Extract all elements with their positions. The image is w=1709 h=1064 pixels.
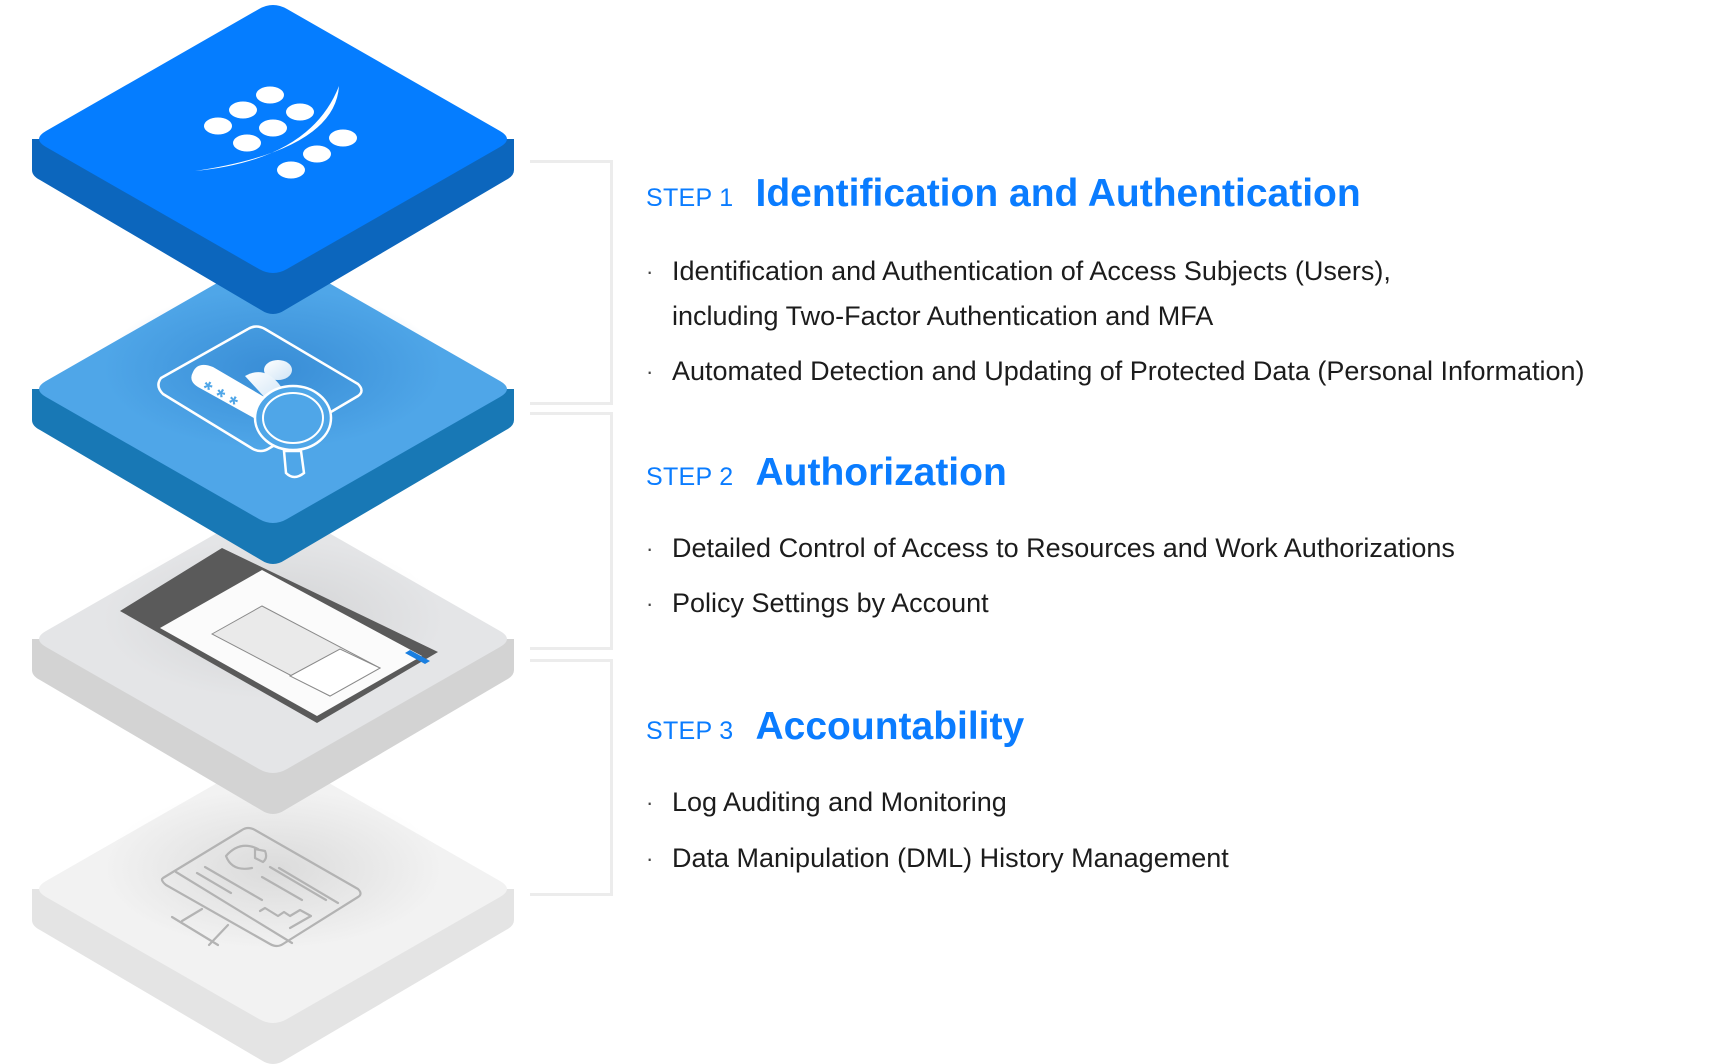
step-1-label: STEP 1 [646, 184, 734, 212]
step-3-bracket [530, 659, 613, 896]
text-lines [195, 865, 340, 905]
step-3: STEP 3 Accountability [646, 705, 1024, 749]
step-1-bracket [530, 160, 613, 405]
bullet-dot: · [646, 259, 654, 284]
logo-dot [229, 101, 257, 119]
authentication-layer: * * * [32, 255, 514, 564]
monitor-bezel-line [174, 870, 294, 945]
magnifier-handle [282, 449, 306, 479]
bullet-dot: · [646, 846, 654, 871]
accountability-layer [32, 755, 514, 1064]
step-2-title: Authorization [755, 451, 1007, 494]
screenshot-button [405, 650, 430, 664]
credential-search-icon: * * * [157, 325, 363, 479]
step-2-bracket [530, 412, 613, 650]
step-2-bullet-1: · Detailed Control of Access to Resources… [646, 526, 1455, 571]
logo-dot [329, 129, 357, 147]
logo-swoosh [195, 86, 339, 171]
step-1: STEP 1 Identification and Authentication [646, 172, 1361, 216]
monitor-report-icon [160, 826, 362, 948]
step-2-bullet-2: · Policy Settings by Account [646, 581, 989, 626]
brand-logo-layer [32, 5, 514, 314]
magnifier-lens [262, 392, 324, 444]
logo-dot [303, 145, 331, 163]
step-1-title: Identification and Authentication [755, 172, 1361, 215]
step-3-bullet-1: · Log Auditing and Monitoring [646, 780, 1007, 825]
authorization-layer [32, 505, 514, 814]
bullet-text-line: Log Auditing and Monitoring [672, 787, 1007, 817]
monitor-stand [170, 907, 230, 947]
logo-dot [286, 103, 314, 121]
logo-dot [259, 119, 287, 137]
layer-stack-illustration: * * * [32, 5, 514, 1064]
bullet-dot: · [646, 536, 654, 561]
dots-swoosh-logo-icon [195, 86, 357, 179]
layer-top-face [39, 5, 507, 273]
bar-chart [258, 906, 313, 930]
logo-dot [204, 117, 232, 135]
bullet-text-line: Data Manipulation (DML) History Manageme… [672, 843, 1229, 873]
credential-card [157, 325, 363, 453]
step-3-label: STEP 3 [646, 717, 734, 745]
magnifier-ring [253, 384, 333, 452]
bullet-text-line: Policy Settings by Account [672, 588, 989, 618]
logo-dot [277, 161, 305, 179]
bullet-text-line: including Two-Factor Authentication and … [672, 301, 1214, 331]
bullet-text-line: Detailed Control of Access to Resources … [672, 533, 1455, 563]
logo-dot [256, 86, 284, 104]
bullet-dot: · [646, 591, 654, 616]
app-screenshot [120, 548, 438, 723]
step-2: STEP 2 Authorization [646, 451, 1007, 495]
logo-dot [233, 134, 261, 152]
monitor-screen [160, 826, 362, 948]
pie-chart [224, 844, 260, 870]
bullet-dot: · [646, 359, 654, 384]
step-2-label: STEP 2 [646, 463, 734, 491]
person-head [264, 360, 292, 380]
step-1-bullet-2: · Automated Detection and Updating of Pro… [646, 349, 1585, 394]
step-3-bullet-2: · Data Manipulation (DML) History Managem… [646, 836, 1229, 881]
bullet-text-line: Automated Detection and Updating of Prot… [672, 356, 1585, 386]
pie-slice [253, 847, 268, 864]
step-1-bullet-1: · Identification and Authentication of Ac… [646, 249, 1391, 339]
bullet-dot: · [646, 790, 654, 815]
step-3-title: Accountability [755, 705, 1025, 748]
bullet-text-line: Identification and Authentication of Acc… [672, 256, 1391, 286]
screenshot-panel [288, 648, 382, 697]
